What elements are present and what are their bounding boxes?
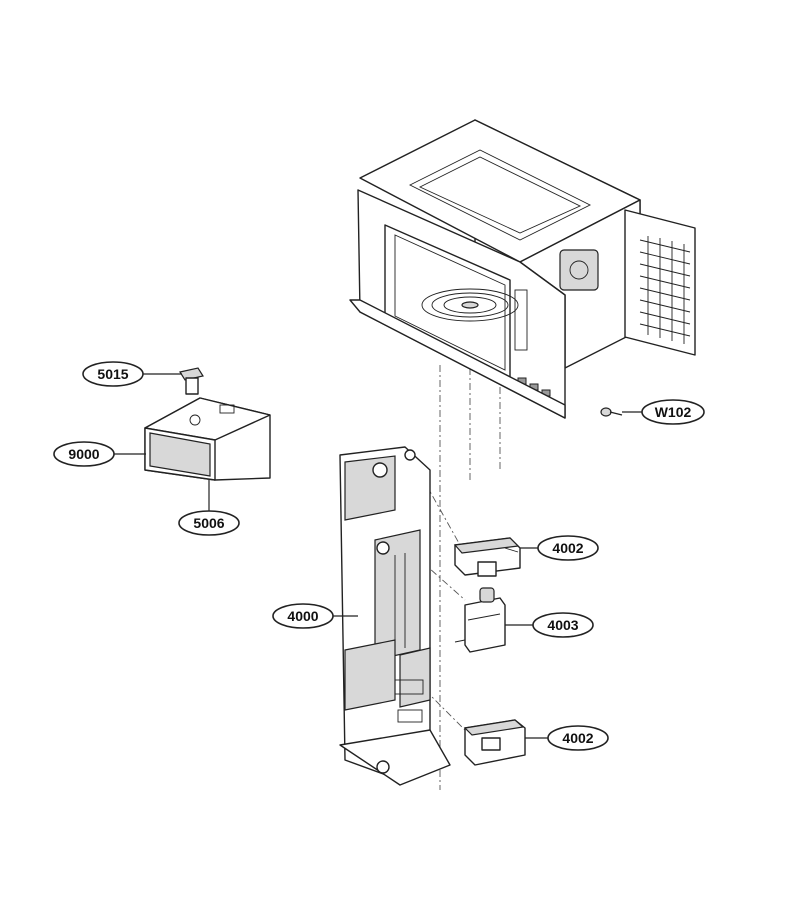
microwave-cavity-assembly	[349, 119, 696, 419]
callout-4002-upper-label: 4002	[552, 540, 583, 556]
callout-9000-label: 9000	[68, 446, 99, 462]
switch-4002-lower	[463, 719, 526, 766]
vent-grid	[639, 236, 691, 344]
screw-w102	[600, 407, 623, 417]
callout-5006-label: 5006	[193, 515, 224, 531]
assembly-9000	[144, 397, 271, 481]
callout-4002-lower-label: 4002	[562, 730, 593, 746]
latch-holder-4000	[339, 446, 451, 786]
callout-w102: W102	[622, 399, 705, 425]
switch-4003	[454, 587, 506, 653]
callout-w102-label: W102	[655, 404, 692, 420]
callout-5015: 5015	[82, 361, 182, 387]
part-5015	[179, 367, 204, 395]
callout-9000: 9000	[53, 441, 146, 467]
callout-4003-label: 4003	[547, 617, 578, 633]
callout-4000: 4000	[272, 603, 358, 629]
callout-5015-label: 5015	[97, 366, 128, 382]
callout-5006: 5006	[178, 480, 240, 536]
callout-4002-upper: 4002	[520, 535, 599, 561]
callout-4003: 4003	[505, 612, 594, 638]
callout-4000-label: 4000	[287, 608, 318, 624]
switch-4002-upper	[453, 537, 521, 577]
callout-4002-lower: 4002	[525, 725, 609, 751]
